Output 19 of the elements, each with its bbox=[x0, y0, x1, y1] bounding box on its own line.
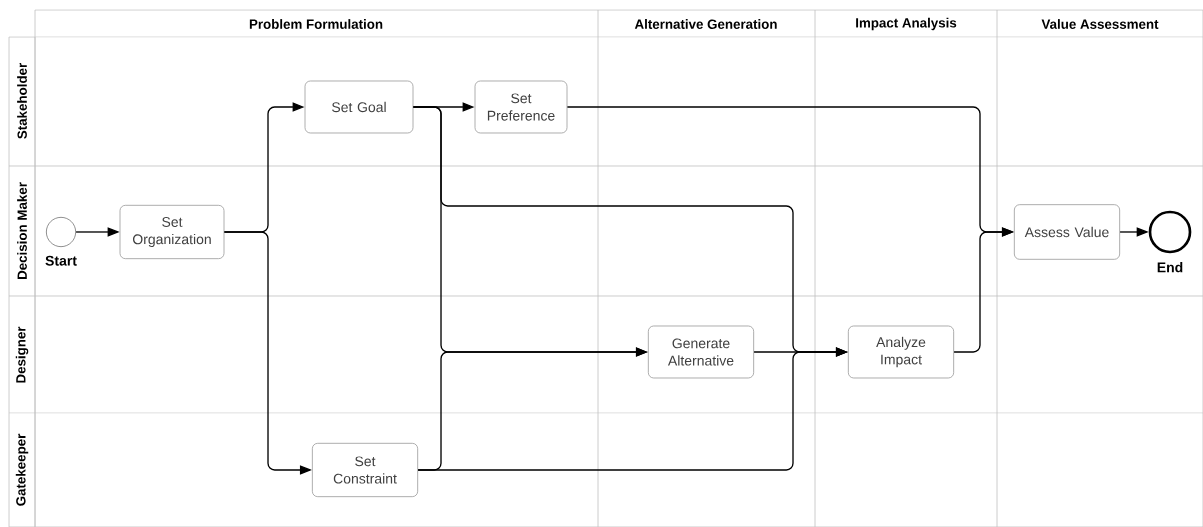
event-label: End bbox=[1157, 262, 1183, 273]
lane-header: Designer bbox=[15, 326, 29, 383]
phase-header: Impact Analysis bbox=[856, 17, 957, 31]
task-box: Set Goal bbox=[304, 80, 414, 134]
phase-header: Value Assessment bbox=[1041, 19, 1159, 29]
phase-header: Alternative Generation bbox=[634, 19, 777, 29]
task-box: Generate Alternative bbox=[647, 325, 755, 379]
end-event-circle bbox=[1148, 210, 1192, 254]
task-box: Assess Value bbox=[1013, 204, 1121, 260]
lane-header: Gatekeeper bbox=[15, 433, 29, 506]
lane-header: Stakeholder bbox=[17, 63, 27, 139]
task-box: Set Preference bbox=[474, 80, 568, 134]
task-box: Analyze Impact bbox=[847, 325, 955, 379]
phase-header: Problem Formulation bbox=[249, 19, 383, 29]
start-event-circle bbox=[45, 216, 77, 248]
task-box: Set Organization bbox=[119, 204, 225, 260]
lane-header: Decision Maker bbox=[17, 182, 27, 279]
task-box: Set Constraint bbox=[311, 442, 419, 498]
event-label: Start bbox=[45, 255, 77, 266]
